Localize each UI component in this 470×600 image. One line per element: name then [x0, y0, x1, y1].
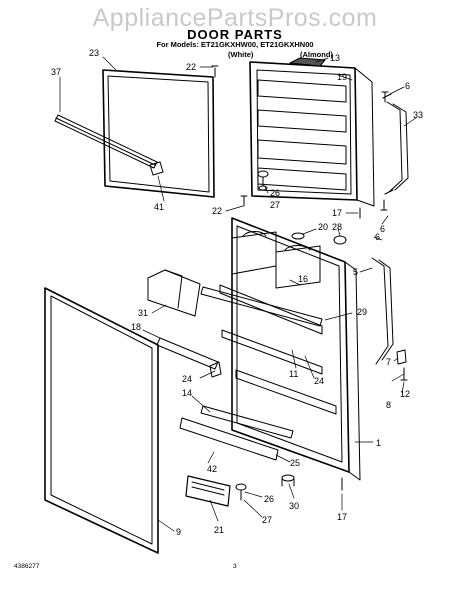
freezer-breaker-strip	[54, 114, 158, 169]
callout-28: 28	[332, 222, 342, 232]
callout-18: 18	[131, 322, 141, 332]
callout-labels: 23 37 22 13 19 6 33 41 26 27 22 17 6 20 …	[51, 48, 423, 537]
callout-27-upper: 27	[270, 200, 280, 210]
shelf-bar-42	[179, 417, 279, 461]
callout-42: 42	[207, 464, 217, 474]
callout-29: 29	[357, 307, 367, 317]
callout-5: 5	[353, 267, 358, 277]
page-number: 3	[233, 563, 237, 570]
callout-9: 9	[176, 527, 181, 537]
callout-leader-lines	[59, 56, 417, 532]
drawer-handle-21	[185, 475, 231, 507]
callout-13: 13	[330, 53, 340, 63]
subtitle-white: (White)	[228, 50, 254, 59]
callout-17-lower: 17	[337, 512, 347, 522]
spacer-30	[281, 474, 295, 487]
callout-16: 16	[298, 274, 308, 284]
callout-26-lower: 26	[264, 494, 274, 504]
shelf-retainer-14	[200, 405, 294, 439]
callout-37: 37	[51, 67, 61, 77]
fresh-food-breaker-strip	[156, 337, 222, 378]
callout-24-right: 24	[314, 376, 324, 386]
callout-21: 21	[214, 525, 224, 535]
dairy-bins	[231, 231, 321, 289]
callout-41: 41	[154, 202, 164, 212]
freezer-door-liner	[249, 57, 375, 207]
fresh-food-handle	[371, 257, 407, 365]
callout-22-lower: 22	[212, 206, 222, 216]
callout-23: 23	[89, 48, 99, 58]
handle-screw-bottom	[380, 199, 388, 211]
callout-19: 19	[337, 72, 347, 82]
callout-31: 31	[138, 308, 148, 318]
fresh-food-gasket	[44, 287, 159, 554]
freezer-handle	[382, 93, 409, 195]
callout-33: 33	[413, 110, 423, 120]
dairy-door-31	[147, 269, 201, 317]
hinge-bushing-20	[291, 232, 305, 240]
diagram-title: DOOR PARTS	[187, 27, 283, 42]
callout-24-left: 24	[182, 374, 192, 384]
callout-14: 14	[182, 388, 192, 398]
screw-22-top	[211, 65, 219, 78]
door-shelf-rail-16	[200, 286, 323, 327]
callout-26-upper: 26	[270, 188, 280, 198]
hinge-pin-upper	[257, 170, 269, 191]
freezer-door-gasket	[102, 69, 215, 198]
handle-screw-top	[381, 91, 389, 103]
strip-clip-41	[149, 161, 164, 176]
callout-12: 12	[400, 389, 410, 399]
document-number: 4386277	[14, 563, 40, 570]
plug-28	[333, 235, 347, 245]
callout-1: 1	[376, 438, 381, 448]
callout-27-lower: 27	[262, 515, 272, 525]
callout-7: 7	[386, 357, 391, 367]
callout-17-upper: 17	[332, 208, 342, 218]
hinge-pin-lower	[235, 483, 247, 501]
callout-6-upper: 6	[405, 81, 410, 91]
callout-22-top: 22	[186, 62, 196, 72]
callout-30: 30	[289, 501, 299, 511]
screw-22-lower	[240, 195, 248, 207]
subtitle-almond: (Almond)	[300, 50, 333, 59]
callout-20: 20	[318, 222, 328, 232]
watermark: AppliancePartsPros.com	[92, 4, 378, 32]
door-shelves	[219, 284, 337, 415]
callout-25: 25	[290, 458, 300, 468]
callout-8: 8	[386, 400, 391, 410]
diagram-subtitle-models: For Models: ET21GKXHW00, ET21GKXHN00	[156, 40, 314, 49]
callout-6-middle: 6	[380, 224, 385, 234]
callout-6-lower: 6	[375, 232, 380, 242]
callout-11: 11	[289, 369, 298, 379]
